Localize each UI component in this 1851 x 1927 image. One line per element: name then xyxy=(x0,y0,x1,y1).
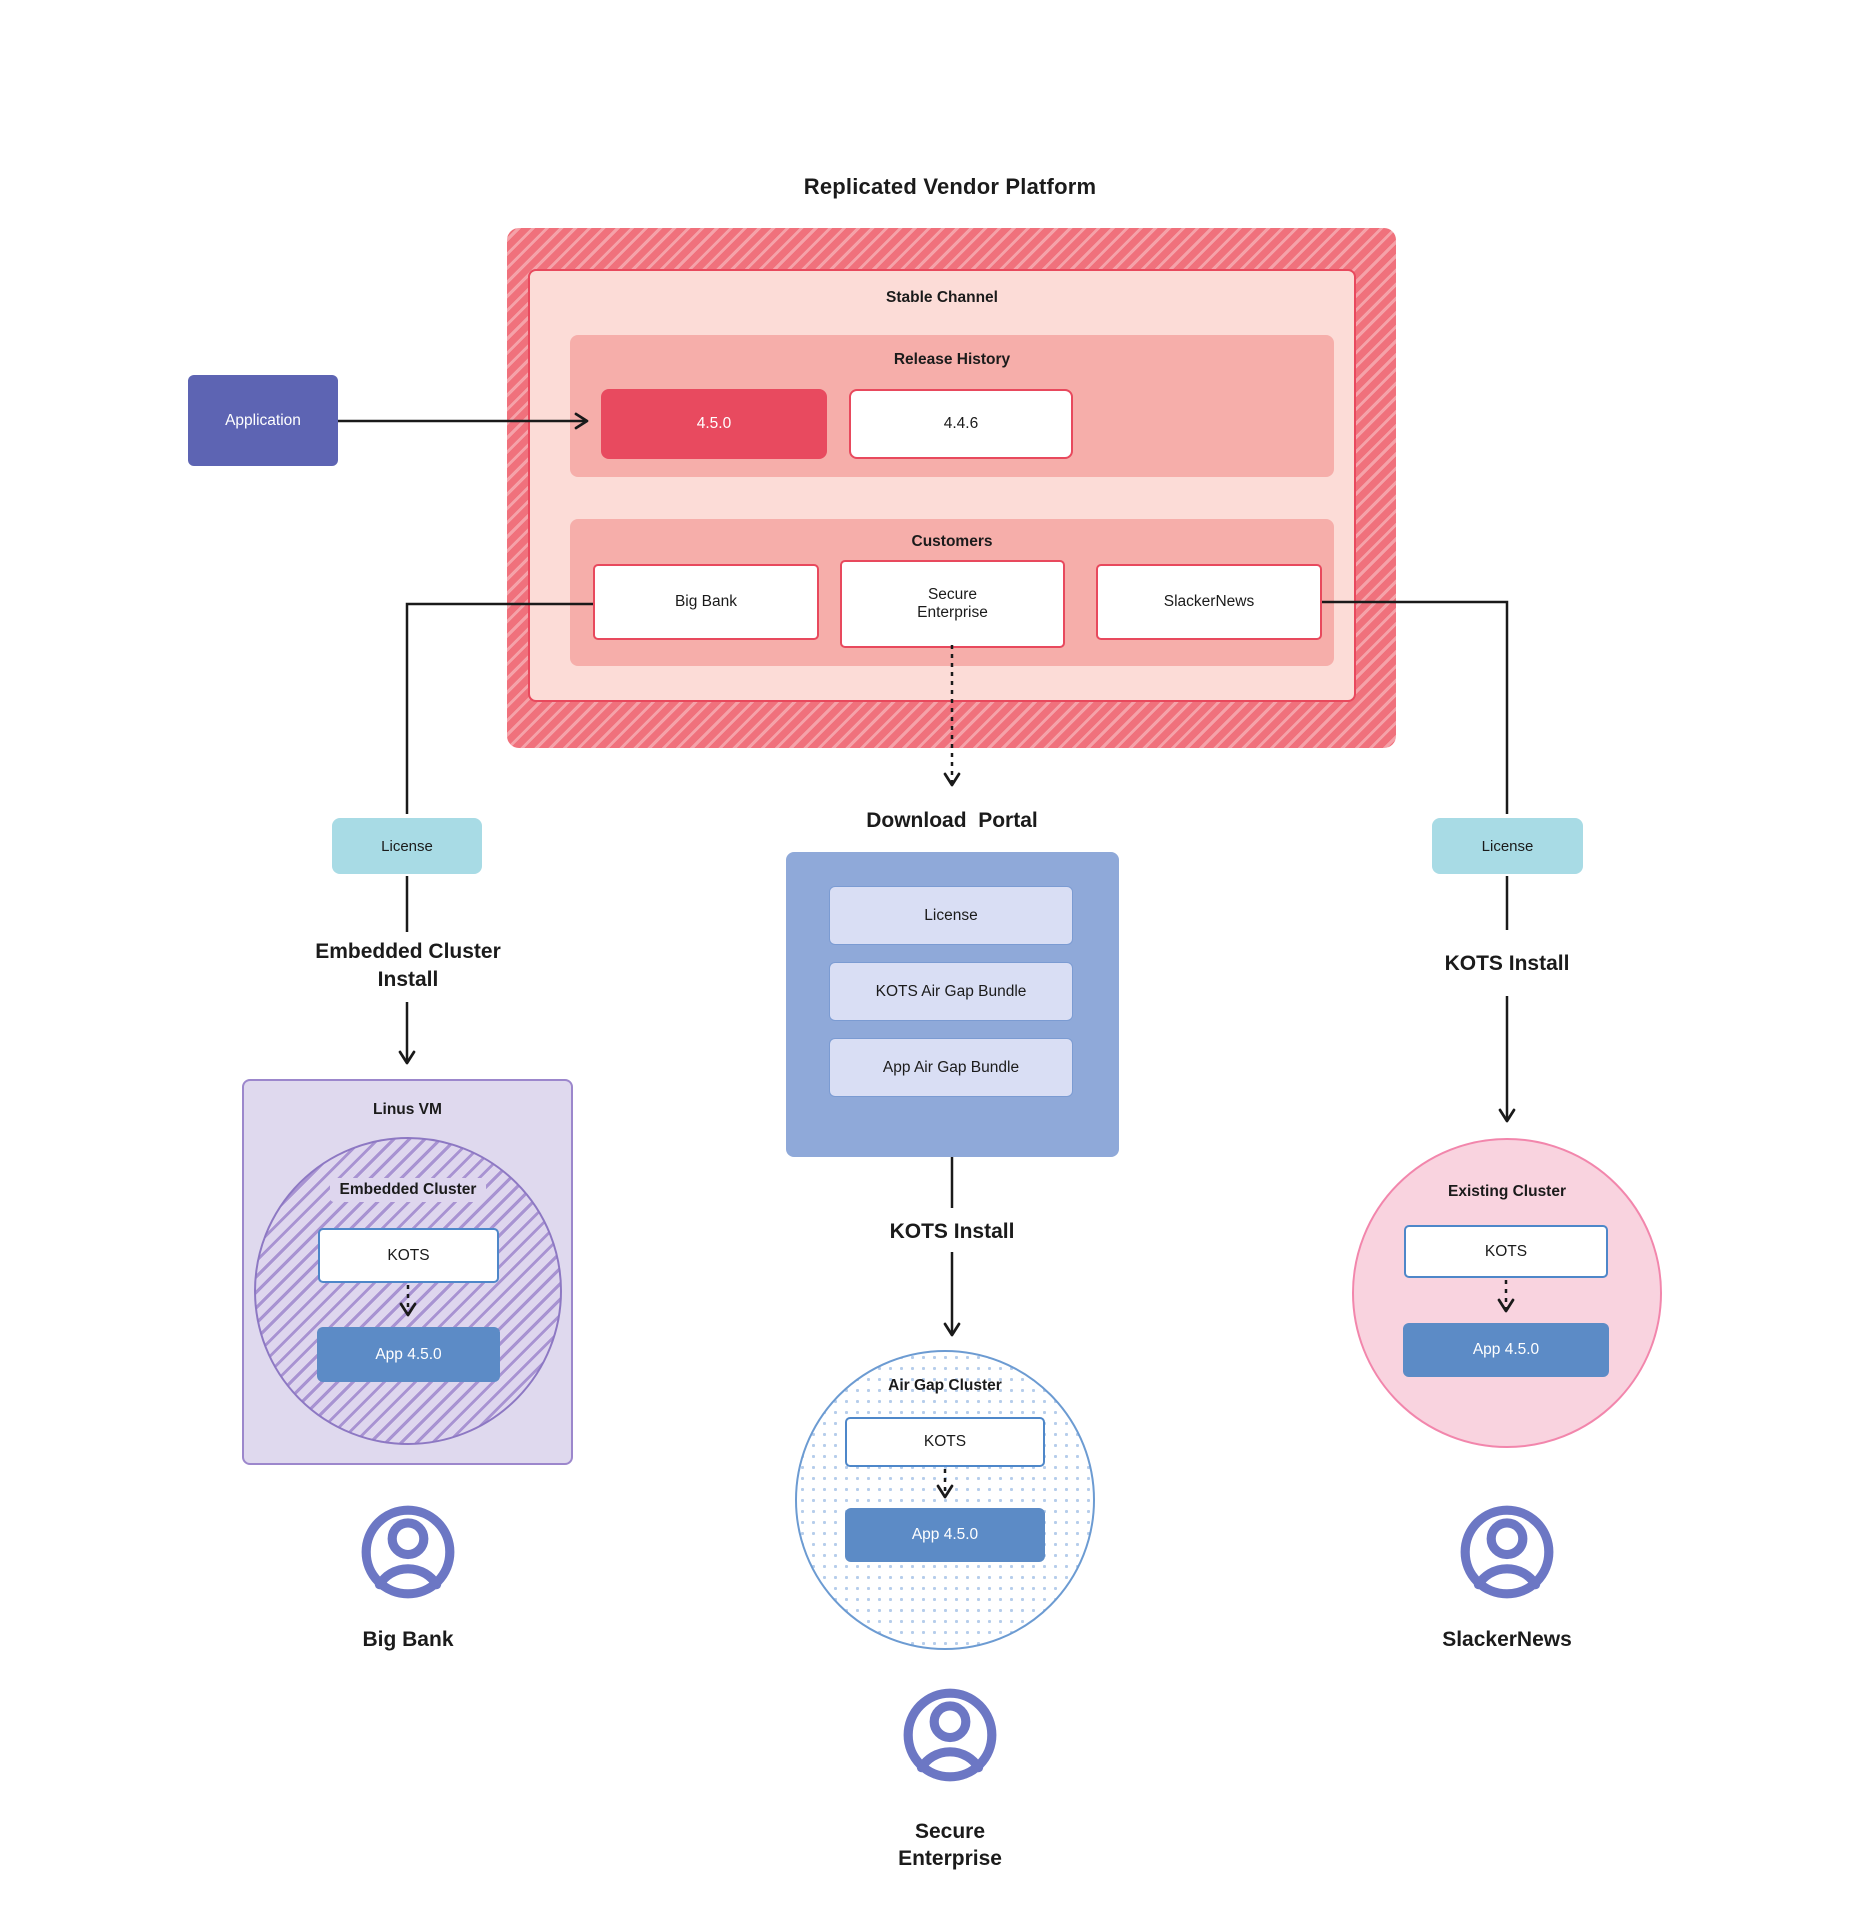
release-node-4-5-0: 4.5.0 xyxy=(601,389,827,459)
portal-item-app-air-gap-bundle: App Air Gap Bundle xyxy=(829,1038,1073,1097)
customer-node-secure-enterprise: Secure Enterprise xyxy=(840,560,1065,648)
linus-vm-label: Linus VM xyxy=(373,1101,442,1118)
slackernews-user-label: SlackerNews xyxy=(1442,1628,1572,1652)
license-node-left: License xyxy=(332,818,482,874)
embedded-cluster-install-label: Embedded Cluster Install xyxy=(315,939,501,991)
kots-node-middle: KOTS xyxy=(845,1417,1045,1467)
app-450-node-left: App 4.5.0 xyxy=(317,1327,500,1382)
release-history-label: Release History xyxy=(893,351,1011,368)
embedded-cluster-label-text: Embedded Cluster xyxy=(329,1178,487,1202)
air-gap-cluster-circle xyxy=(795,1350,1095,1650)
download-portal-label: Download Portal xyxy=(866,808,1038,832)
kots-node-left: KOTS xyxy=(318,1228,499,1283)
app-450-node-right: App 4.5.0 xyxy=(1403,1323,1609,1377)
license-node-right: License xyxy=(1432,818,1583,874)
kots-node-right: KOTS xyxy=(1404,1225,1608,1278)
customer-node-big-bank: Big Bank xyxy=(593,564,819,640)
big-bank-user-icon xyxy=(361,1505,455,1599)
page-title: Replicated Vendor Platform xyxy=(803,174,1097,199)
existing-cluster-label: Existing Cluster xyxy=(1448,1183,1566,1200)
application-node: Application xyxy=(188,375,338,466)
embedded-cluster-label: Embedded Cluster xyxy=(254,1178,562,1202)
app-450-node-middle: App 4.5.0 xyxy=(845,1508,1045,1562)
customers-label: Customers xyxy=(911,533,993,550)
customer-node-secure-enterprise-label: Secure Enterprise xyxy=(917,586,988,621)
customer-node-slackernews: SlackerNews xyxy=(1096,564,1322,640)
kots-install-label-right: KOTS Install xyxy=(1444,951,1570,975)
portal-item-kots-air-gap-bundle: KOTS Air Gap Bundle xyxy=(829,962,1073,1021)
stable-channel-label: Stable Channel xyxy=(886,289,998,306)
secure-enterprise-user-label: Secure Enterprise xyxy=(880,1816,1020,1874)
kots-install-label-middle: KOTS Install xyxy=(889,1219,1015,1243)
portal-item-license: License xyxy=(829,886,1073,945)
secure-enterprise-user-label-text: Secure Enterprise xyxy=(898,1819,1002,1870)
secure-enterprise-user-icon xyxy=(903,1688,997,1782)
slackernews-user-icon xyxy=(1460,1505,1554,1599)
air-gap-cluster-label: Air Gap Cluster xyxy=(888,1377,1002,1394)
release-node-4-4-6: 4.4.6 xyxy=(849,389,1073,459)
big-bank-user-label: Big Bank xyxy=(362,1628,454,1652)
